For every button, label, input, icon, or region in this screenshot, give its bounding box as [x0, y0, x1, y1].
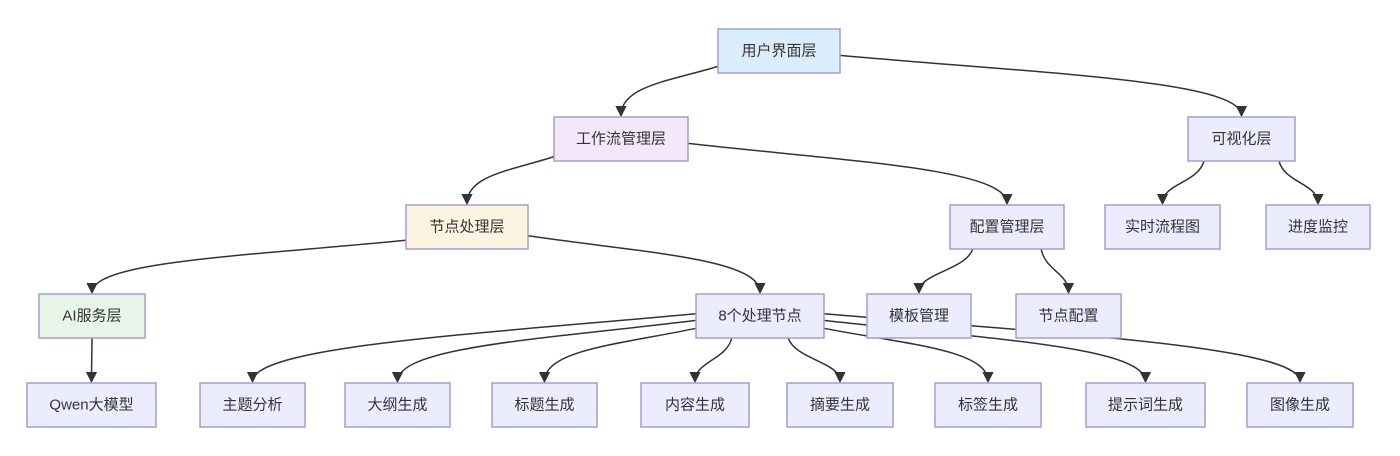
- node-ai-label: AI服务层: [62, 308, 121, 325]
- node-image_gen: 图像生成: [1246, 382, 1354, 428]
- node-outline: 大纲生成: [344, 382, 451, 428]
- node-prompt-label: 提示词生成: [1108, 397, 1183, 414]
- node-visualization-label: 可视化层: [1211, 131, 1271, 148]
- node-realtime-label: 实时流程图: [1125, 219, 1200, 236]
- node-template-label: 模板管理: [889, 307, 949, 325]
- node-image_gen-label: 图像生成: [1270, 397, 1330, 414]
- node-content-box: [640, 382, 750, 428]
- node-workflow-box: [553, 116, 689, 162]
- node-progress-box: [1265, 204, 1371, 250]
- node-ui: 用户界面层: [717, 28, 841, 74]
- node-prompt: 提示词生成: [1085, 382, 1206, 428]
- node-progress: 进度监控: [1265, 204, 1371, 250]
- edge-eight-outline: [391, 319, 697, 384]
- node-content-label: 内容生成: [665, 397, 725, 414]
- node-qwen-label: Qwen大模型: [49, 397, 133, 414]
- node-node_processing-box: [405, 204, 529, 250]
- node-tags: 标签生成: [934, 382, 1042, 428]
- node-ui-label: 用户界面层: [741, 43, 816, 60]
- node-summary: 摘要生成: [786, 382, 894, 428]
- node-visualization: 可视化层: [1187, 116, 1296, 162]
- node-tags-label: 标签生成: [958, 397, 1018, 414]
- node-prompt-box: [1085, 382, 1206, 428]
- node-eight: 8个处理节点: [695, 293, 825, 339]
- node-template-box: [866, 293, 972, 339]
- node-eight-box: [695, 293, 825, 339]
- node-workflow-label: 工作流管理层: [576, 131, 666, 148]
- node-image_gen-box: [1246, 382, 1354, 428]
- edge-config-template: [913, 248, 974, 295]
- node-node_config-label: 节点配置: [1038, 308, 1098, 325]
- node-config: 配置管理层: [949, 204, 1065, 250]
- node-eight-label: 8个处理节点: [718, 308, 801, 325]
- node-visualization-box: [1187, 116, 1296, 162]
- edge-ui-visualization: [839, 54, 1248, 118]
- node-template: 模板管理: [866, 293, 972, 339]
- edge-node_processing-ai: [86, 239, 407, 295]
- node-config-box: [949, 204, 1065, 250]
- node-ai: AI服务层: [38, 293, 146, 339]
- node-workflow: 工作流管理层: [553, 116, 689, 162]
- edge-eight-topic: [246, 313, 697, 384]
- node-realtime: 实时流程图: [1104, 204, 1221, 250]
- edge-eight-tags: [823, 327, 994, 384]
- edge-node_processing-eight: [527, 235, 766, 295]
- node-title_gen: 标题生成: [491, 382, 598, 428]
- node-progress-label: 进度监控: [1288, 219, 1348, 236]
- node-node_config-box: [1015, 293, 1122, 339]
- node-config-label: 配置管理层: [969, 219, 1044, 236]
- node-content: 内容生成: [640, 382, 750, 428]
- node-qwen-box: [26, 382, 157, 428]
- node-node_processing-label: 节点处理层: [429, 219, 504, 236]
- node-title_gen-label: 标题生成: [514, 397, 574, 414]
- node-topic-label: 主题分析: [222, 397, 282, 414]
- edge-config-node_config: [1040, 248, 1075, 295]
- edge-workflow-config: [687, 142, 1013, 206]
- node-realtime-box: [1104, 204, 1221, 250]
- node-summary-label: 摘要生成: [810, 396, 870, 414]
- node-qwen: Qwen大模型: [26, 382, 157, 428]
- node-ai-box: [38, 293, 146, 339]
- edge-ai-qwen: [85, 337, 98, 384]
- edge-ui-workflow: [615, 65, 719, 118]
- node-ui-box: [717, 28, 841, 74]
- node-topic-box: [199, 382, 306, 428]
- edge-visualization-realtime: [1156, 160, 1205, 206]
- node-node_config: 节点配置: [1015, 293, 1122, 339]
- edge-eight-summary: [787, 337, 846, 384]
- node-outline-label: 大纲生成: [367, 397, 427, 414]
- node-outline-box: [344, 382, 451, 428]
- edge-eight-content: [689, 337, 733, 384]
- edge-visualization-progress: [1278, 160, 1324, 206]
- edge-eight-title_gen: [538, 327, 697, 384]
- node-summary-box: [786, 382, 894, 428]
- node-title_gen-box: [491, 382, 598, 428]
- node-node_processing: 节点处理层: [405, 204, 529, 250]
- node-tags-box: [934, 382, 1042, 428]
- edge-workflow-node_processing: [461, 155, 555, 206]
- node-topic: 主题分析: [199, 382, 306, 428]
